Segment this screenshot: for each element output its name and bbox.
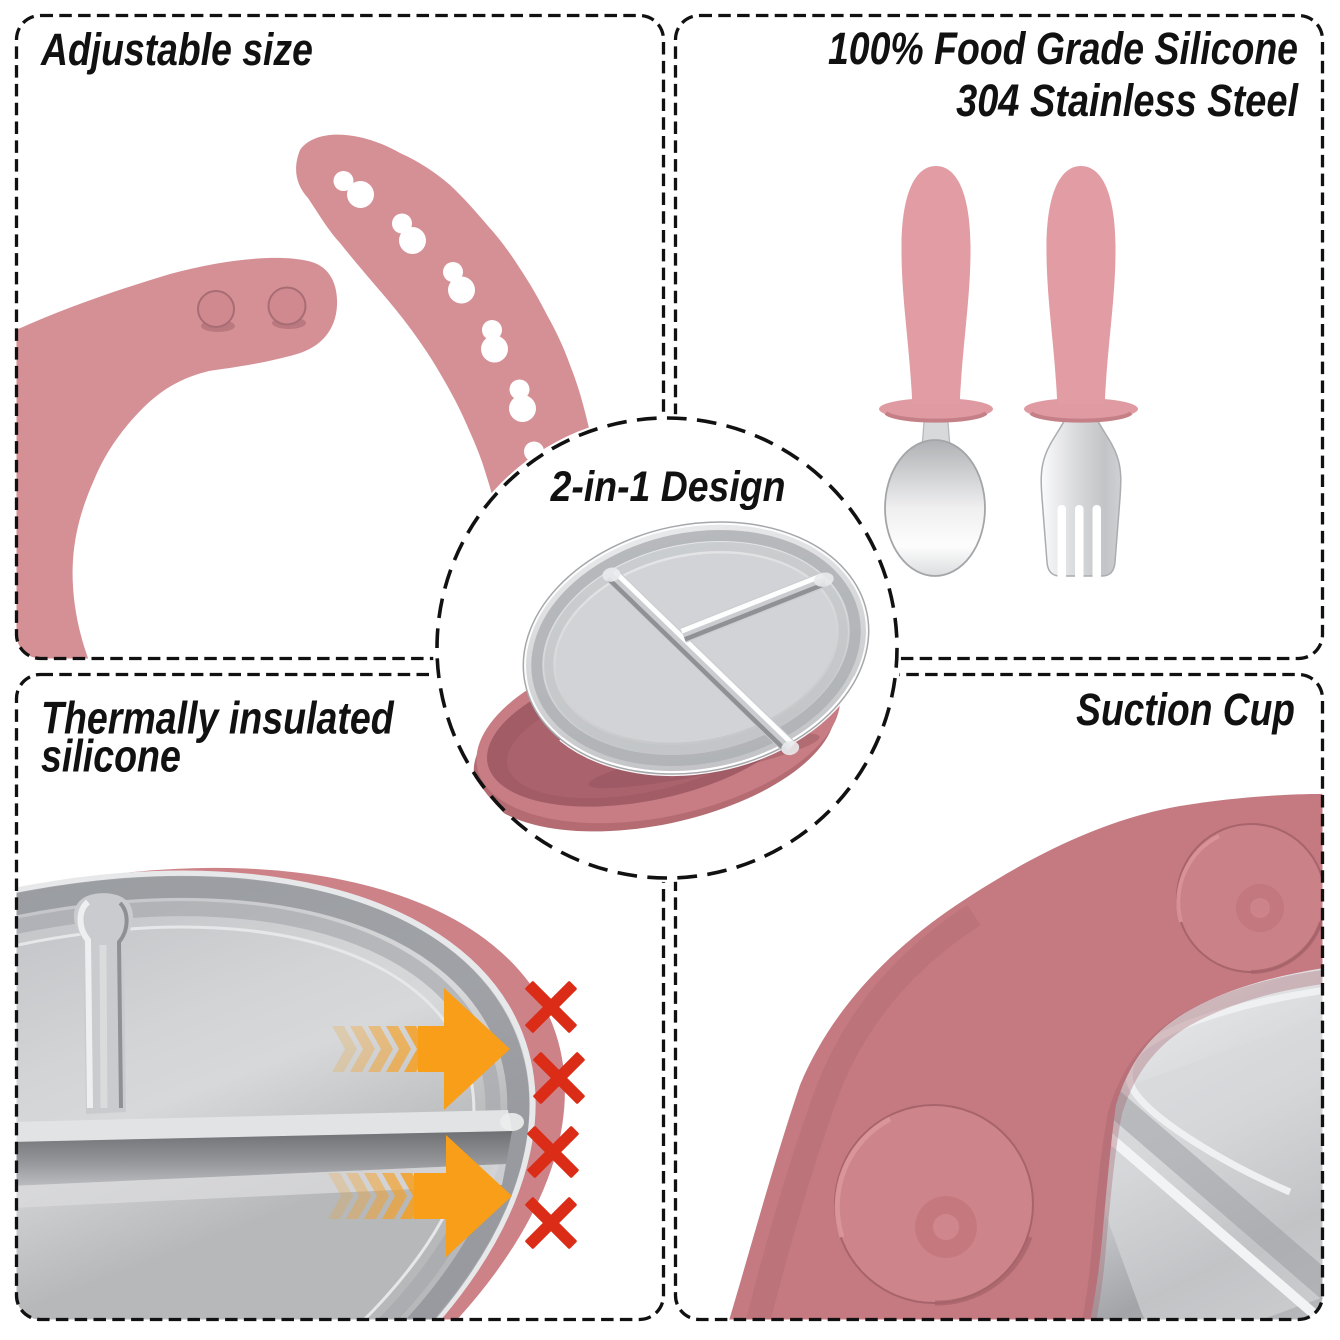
svg-text:silicone: silicone [41,730,181,781]
svg-text:Adjustable size: Adjustable size [40,25,313,75]
svg-text:304 Stainless Steel: 304 Stainless Steel [956,75,1299,126]
svg-text:Suction Cup: Suction Cup [1076,685,1295,735]
svg-text:Thermally insulated: Thermally insulated [41,692,395,743]
svg-text:2-in-1 Design: 2-in-1 Design [550,463,786,511]
svg-text:100% Food Grade Silicone: 100% Food Grade Silicone [828,24,1298,74]
